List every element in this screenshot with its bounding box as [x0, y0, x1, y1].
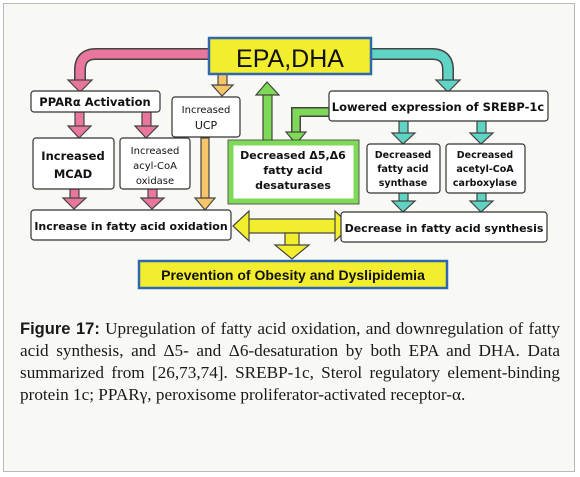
- node-fas: [366, 143, 441, 194]
- arrowhead-epa-green: [254, 81, 281, 96]
- node-synthesis: [340, 211, 548, 243]
- arrowhead-oxidation-mcad: [61, 197, 88, 210]
- arrowhead-desaturases: [284, 131, 308, 145]
- arrow-to-prevention: [284, 232, 300, 247]
- pathway-diagram: EPA,DHA PPARα Activation Increased UCP L…: [30, 36, 549, 290]
- caption-text: Upregulation of fatty acid oxidation, an…: [20, 319, 560, 404]
- figure-caption: Figure 17: Upregulation of fatty acid ox…: [20, 318, 560, 406]
- arrowhead-oxidation-acyl: [139, 197, 166, 210]
- arrow-oxidation-synthesis: [247, 218, 337, 234]
- node-srebp: [328, 90, 549, 122]
- node-acyl-line1: Increased: [131, 146, 180, 157]
- node-srebp-label: Lowered expression of SREBP-1c: [332, 100, 545, 114]
- caption-label: Figure 17:: [20, 320, 100, 338]
- arrowhead-mcad: [66, 125, 93, 139]
- node-desaturases: [228, 140, 359, 204]
- node-ppara-label: PPARα Activation: [39, 95, 150, 109]
- arrow-epa-to-ucp: [217, 73, 228, 87]
- arrowhead-srebp: [434, 79, 462, 93]
- arrow-desaturases-to-epa: [262, 93, 273, 144]
- arrowhead-acc: [468, 132, 495, 145]
- node-acc: [445, 143, 526, 194]
- node-epa-dha: [207, 36, 373, 76]
- node-desat-line3: desaturases: [255, 179, 331, 192]
- node-epa-dha-label: EPA,DHA: [236, 45, 344, 73]
- node-desat-line2: fatty acid: [263, 164, 322, 177]
- node-oxidation: [30, 209, 232, 241]
- arrow-ppara-to-mcad: [74, 111, 85, 128]
- arrowhead-synthesis-fas: [390, 200, 417, 213]
- arrow-ppara-to-acyl: [141, 111, 152, 128]
- arrowhead-fas: [390, 132, 417, 145]
- arrow-ucp-to-oxidation: [200, 137, 210, 200]
- arrow-srebp-to-fas: [398, 120, 409, 135]
- node-fas-line1: Decreased: [375, 150, 431, 161]
- arrow-srebp-to-acc: [476, 120, 487, 135]
- node-oxidation-label: Increase in fatty acid oxidation: [34, 220, 227, 233]
- node-ucp-line1: Increased: [182, 105, 231, 116]
- node-desat-line1: Decreased Δ5,Δ6: [240, 149, 346, 162]
- node-mcad-line1: Increased: [41, 149, 104, 163]
- node-acc-line1: Decreased: [457, 150, 513, 161]
- node-acyl-line2: acyl-CoA: [133, 161, 177, 172]
- arrowhead-ucp: [210, 84, 235, 97]
- node-acc-line3: carboxylase: [453, 178, 517, 189]
- node-mcad-line2: MCAD: [54, 167, 92, 181]
- node-prevention-label: Prevention of Obesity and Dyslipidemia: [161, 267, 425, 283]
- arrowhead-acyl: [133, 125, 160, 139]
- node-ppara: [30, 90, 161, 113]
- arrowhead-ppara: [66, 79, 94, 93]
- node-acc-line2: acetyl-CoA: [456, 164, 514, 175]
- arrow-srebp-to-desaturases: [292, 108, 330, 133]
- arrowhead-left-yellow: [232, 209, 250, 243]
- node-prevention: [137, 259, 449, 290]
- node-ucp-line2: UCP: [195, 119, 218, 132]
- node-synthesis-label: Decrease in fatty acid synthesis: [345, 222, 544, 235]
- arrowhead-oxidation-ucp: [193, 197, 217, 211]
- arrowhead-prevention: [273, 244, 311, 260]
- node-fas-line2: fatty acid: [377, 164, 428, 175]
- node-mcad: [32, 137, 115, 190]
- node-fas-line3: synthase: [379, 178, 427, 189]
- node-acyl-coa: [119, 137, 191, 190]
- node-acyl-line3: oxidase: [136, 176, 174, 187]
- arrowhead-synthesis-acc: [468, 200, 495, 213]
- node-increased-ucp: [171, 96, 241, 138]
